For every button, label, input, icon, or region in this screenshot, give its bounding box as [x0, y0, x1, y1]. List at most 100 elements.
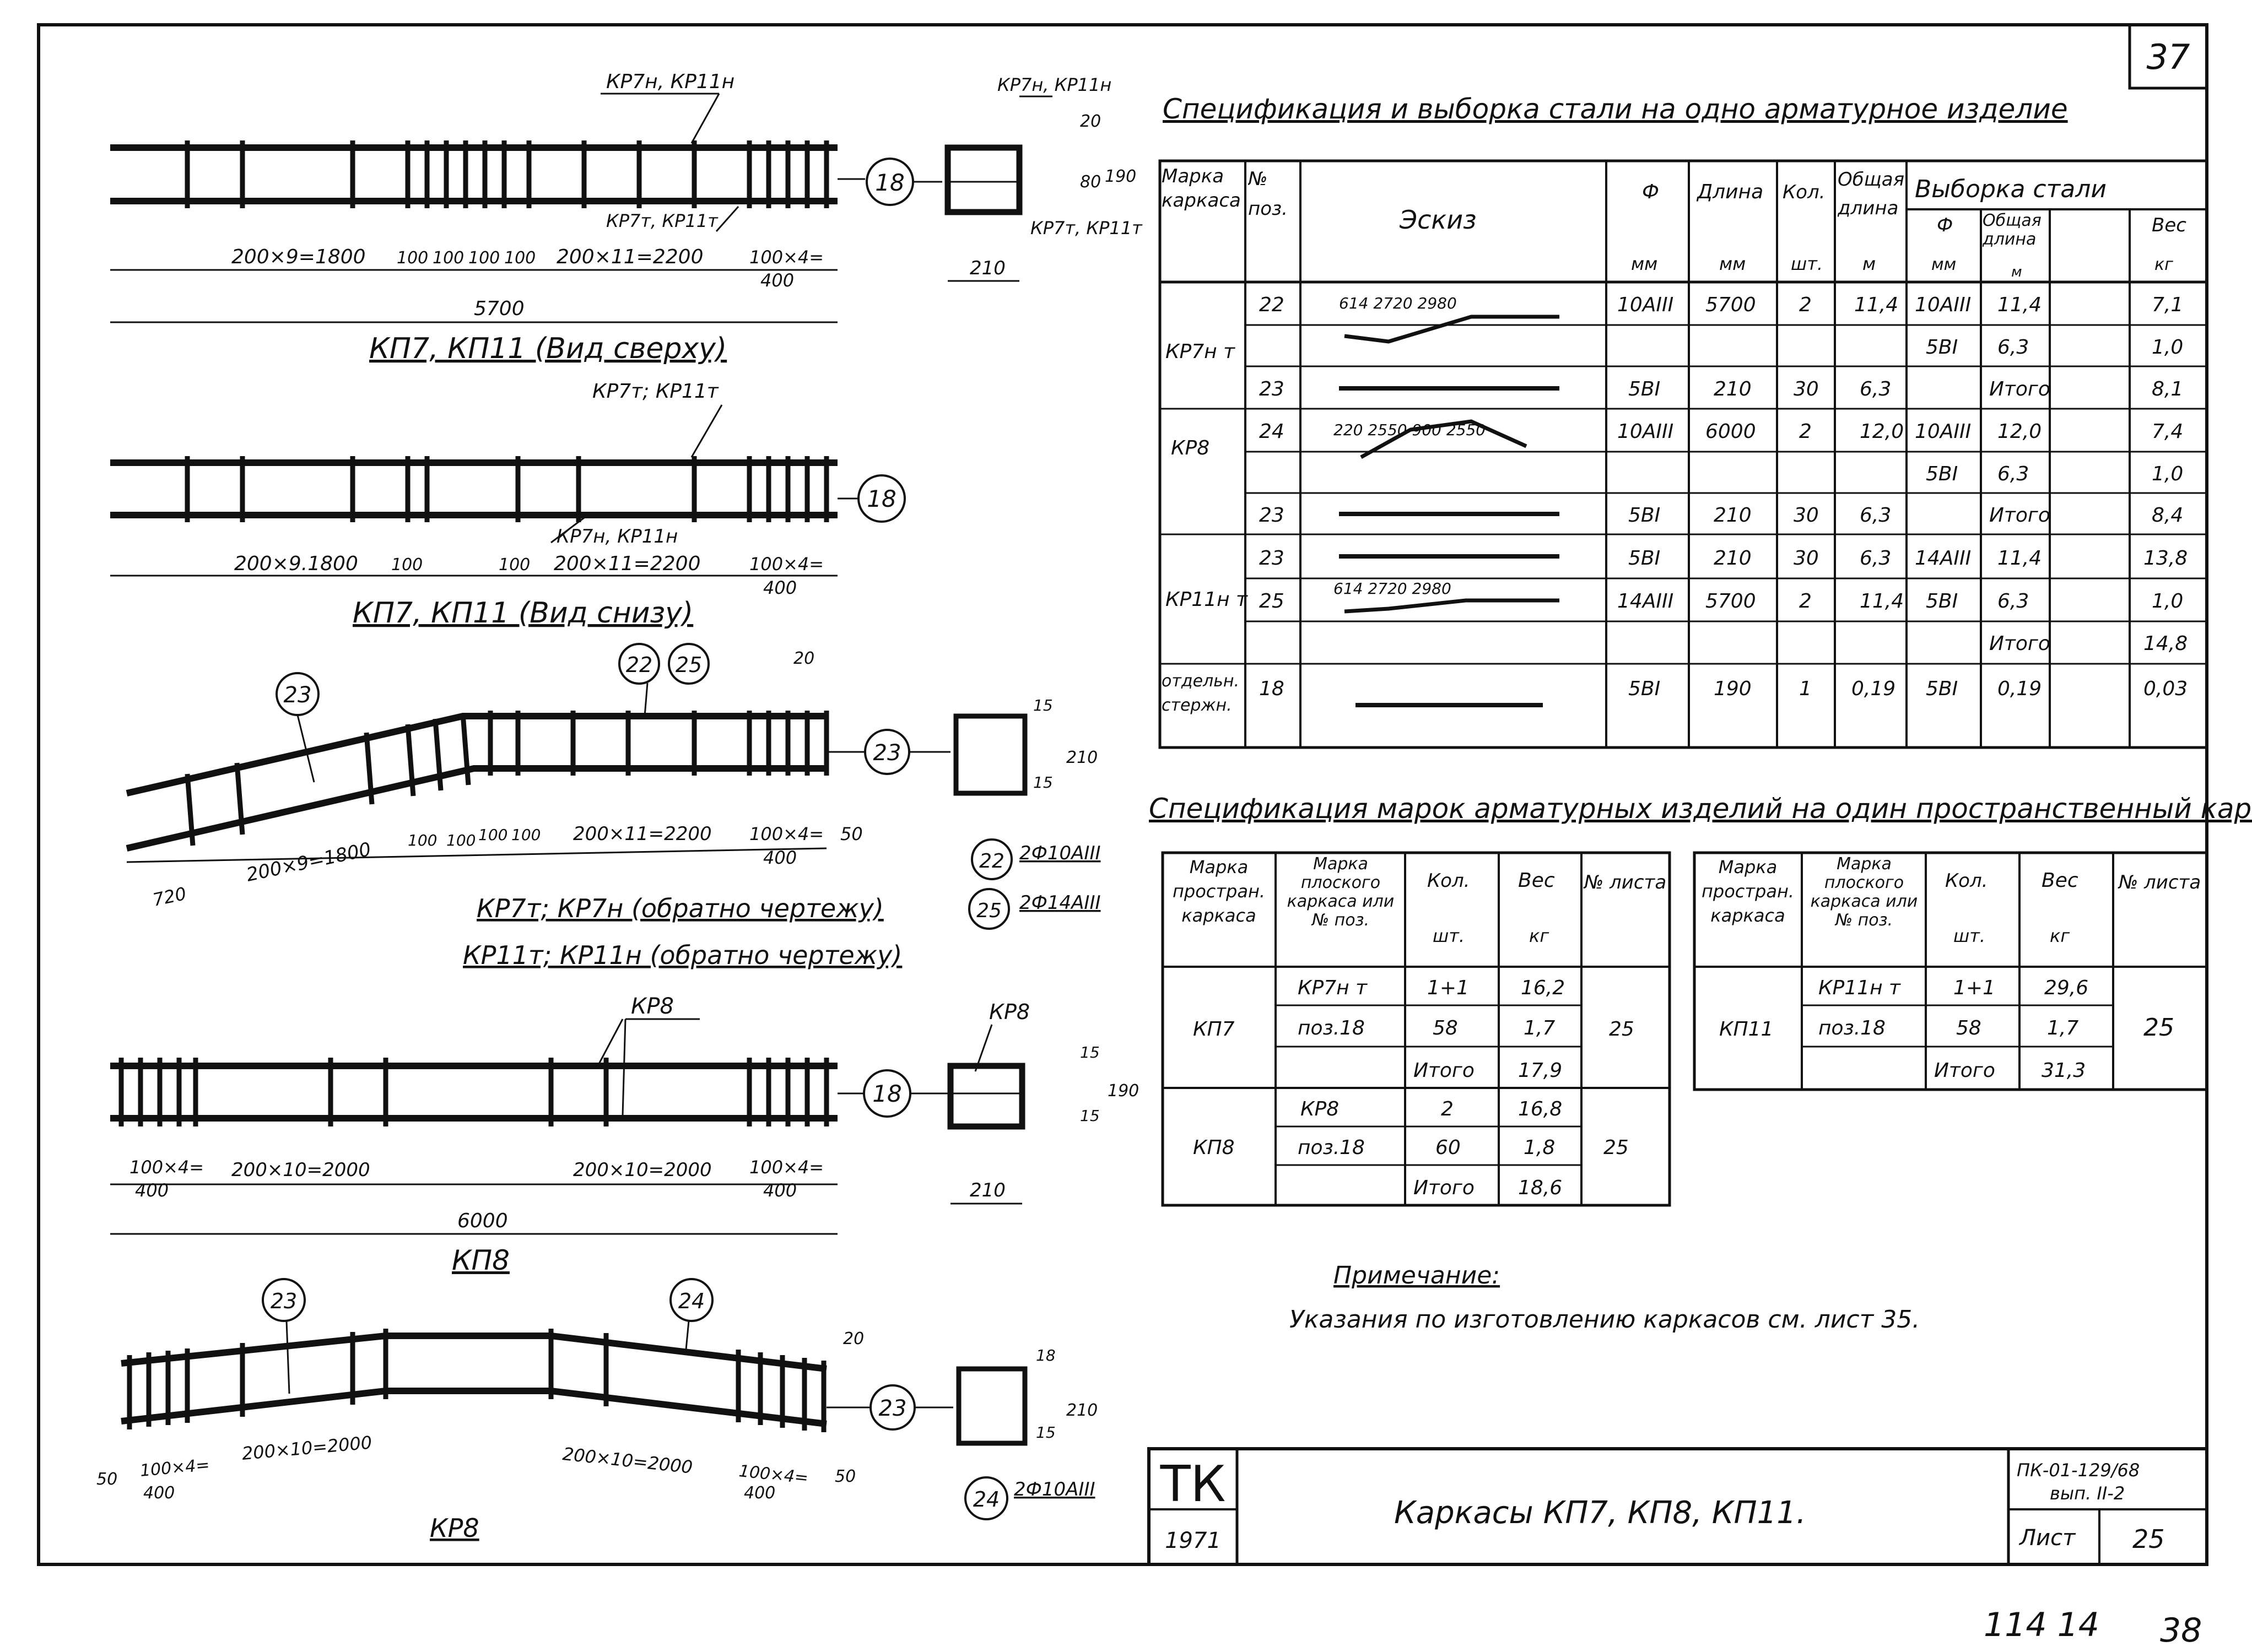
kp7-sec-d1: 20	[1080, 112, 1101, 131]
kp7-bottom-dim5b: 400	[763, 577, 797, 598]
marks-r-h-space: Марка простран. каркаса	[1701, 857, 1795, 926]
marks-r-h-qty: Кол.	[1945, 870, 1988, 892]
kr8-caption: КР8	[430, 1513, 479, 1543]
marks-r0-space: КП11	[1719, 1018, 1773, 1041]
kr7-legend1-circle: 22	[979, 850, 1005, 873]
marks-l1-qty: 58	[1433, 1017, 1458, 1039]
kp7-bottom-circle: 18	[867, 485, 896, 512]
spec-h-phi-unit: мм	[1631, 253, 1657, 274]
kr8-legend-circle: 24	[973, 1487, 1000, 1512]
kr7-dim7a: 100×4=	[749, 824, 824, 844]
spec-r6-mark: КР11н т	[1165, 588, 1248, 611]
marks-r0-qty: 1+1	[1953, 977, 1995, 999]
spec-r9-sw: 0,03	[2143, 678, 2188, 700]
kr7-sec-d1: 15	[1033, 696, 1053, 714]
marks-l3-qty: 2	[1441, 1098, 1454, 1120]
kp8-view: КР8 100×4= 400 200×10=2000 200×10=2000 1…	[110, 994, 1139, 1276]
spec-r1-stotal: 6,3	[1997, 336, 2029, 359]
kr8-dim-50-left: 50	[96, 1470, 117, 1489]
kp7-sec-d3: 190	[1105, 167, 1136, 186]
spec-r2-qty: 30	[1794, 378, 1819, 400]
kp8-label: КР8	[631, 994, 674, 1019]
spec-r2-len: 210	[1714, 378, 1752, 400]
spec-r3-phi: 10АIII	[1617, 420, 1673, 443]
spec-r8-sw: 14,8	[2143, 632, 2188, 655]
kp7-bottom-label-mid: КР7н, КР11н	[557, 526, 678, 548]
marks-r2-qty: Итого	[1934, 1059, 1995, 1082]
kp7-top-dim2c: 100	[468, 248, 500, 268]
kr7-legend1-text: 2Ф10АIII	[1019, 842, 1101, 864]
kr8-dim-20: 20	[843, 1329, 864, 1348]
spec-r6-total: 6,3	[1860, 547, 1891, 570]
marks-l0-sheet: 25	[1609, 1018, 1634, 1041]
kp7-bottom-dim4: 200×11=2200	[554, 553, 700, 575]
bottom-page: 38	[2160, 1611, 2202, 1650]
marks-l1-w: 1,7	[1524, 1017, 1555, 1039]
spec-r1-sw: 1,0	[2152, 336, 2183, 359]
spec-h-length: Длина	[1696, 181, 1763, 203]
stamp-org: ТК	[1160, 1455, 1226, 1513]
spec-r5-sw: 8,4	[2152, 504, 2183, 527]
note: Примечание: Указания по изготовлению кар…	[1289, 1261, 1920, 1334]
marks-r-h-sheet: № листа	[2118, 871, 2201, 893]
spec-r2-pos: 23	[1259, 378, 1284, 400]
kp7-sec-label-top: КР7н, КР11н	[997, 74, 1111, 95]
marks-h-qty-unit: шт.	[1433, 925, 1465, 946]
spec-h-sel-weight: Вес	[2152, 214, 2186, 236]
spec-r6-pos: 23	[1259, 547, 1284, 570]
spec-r6-sphi: 14АIII	[1915, 547, 1971, 570]
kp7-bottom-caption: КП7, КП11 (Вид снизу)	[353, 597, 693, 630]
spec-h-length-unit: мм	[1719, 253, 1746, 274]
spec-r9-stotal: 0,19	[1997, 678, 2042, 700]
spec-sketch-3: 614 2720 2980	[1333, 579, 1451, 598]
spec-r6-len: 210	[1714, 547, 1752, 570]
spec-sketch-1: 614 2720 2980	[1339, 294, 1457, 312]
marks-r1-w: 1,7	[2047, 1017, 2078, 1039]
spec-r9-sphi: 5ВI	[1926, 678, 1958, 700]
kp7-sec-d2: 80	[1080, 172, 1101, 192]
kp7-top-caption: КП7, КП11 (Вид сверху)	[369, 332, 727, 365]
kp7-top-view: КР7н, КР11н КР7т, КР11т 200×9=1800 100 1…	[110, 71, 1143, 365]
kp7-bottom-label-top: КР7т; КР11т	[592, 380, 719, 403]
kp8-dim3: 200×10=2000	[573, 1159, 712, 1181]
kp8-sec-d2: 15	[1080, 1107, 1100, 1125]
page-number-box	[2128, 23, 2208, 90]
kr7-caption2: КР11т; КР11н (обратно чертежу)	[463, 940, 902, 970]
kp8-sec-d3: 190	[1108, 1081, 1139, 1101]
kp7-top-dim1: 200×9=1800	[231, 246, 366, 268]
kp7-bottom-dim2: 100	[391, 555, 423, 575]
spec-h-phi: Ф	[1642, 181, 1659, 203]
marks-table: Спецификация марок арматурных изделий на…	[1149, 793, 2252, 1207]
spec-r4-sw: 1,0	[2152, 463, 2183, 485]
kp8-caption: КП8	[452, 1244, 510, 1276]
note-title: Примечание:	[1333, 1261, 1500, 1290]
spec-r3-sphi: 10АIII	[1915, 420, 1971, 443]
kr8-view: 23 24 50 100×4= 400 200×10=2000 200×10=2…	[96, 1278, 1098, 1543]
spec-table-title: Спецификация и выборка стали на одно арм…	[1163, 93, 2068, 125]
kp8-dim1b: 400	[135, 1180, 169, 1201]
spec-r3-len: 6000	[1705, 420, 1756, 443]
kp8-dim4a: 100×4=	[749, 1157, 824, 1178]
marks-l4-w: 1,8	[1524, 1136, 1555, 1159]
spec-r7-sw: 1,0	[2152, 590, 2183, 613]
spec-r0-phi: 10АIII	[1617, 294, 1673, 316]
kr8-circle-right: 24	[678, 1289, 705, 1313]
spec-r4-stotal: 6,3	[1997, 463, 2029, 485]
spec-r3-stotal: 12,0	[1997, 420, 2042, 443]
spec-h-total-len-unit: м	[1862, 253, 1876, 274]
spec-r3-pos: 24	[1259, 420, 1284, 443]
spec-r2-phi: 5ВI	[1628, 378, 1660, 400]
kp7-mid-label: КР7т, КР11т	[606, 210, 719, 231]
kr8-sec-d3: 210	[1066, 1401, 1098, 1420]
marks-l0-space: КП7	[1193, 1018, 1235, 1041]
spec-r5-pos: 23	[1259, 504, 1284, 527]
spec-h-sel-total: Общая длина	[1983, 212, 2042, 249]
kp7-sec-width: 210	[970, 257, 1006, 279]
spec-table: Спецификация и выборка стали на одно арм…	[1158, 93, 2208, 749]
spec-r3-qty: 2	[1799, 420, 1812, 443]
spec-r3-total: 12,0	[1860, 420, 1904, 443]
marks-r1-qty: 58	[1956, 1017, 1981, 1039]
kp7-bottom-dim1: 200×9.1800	[234, 553, 358, 575]
top-page-number: 37	[2147, 37, 2190, 77]
